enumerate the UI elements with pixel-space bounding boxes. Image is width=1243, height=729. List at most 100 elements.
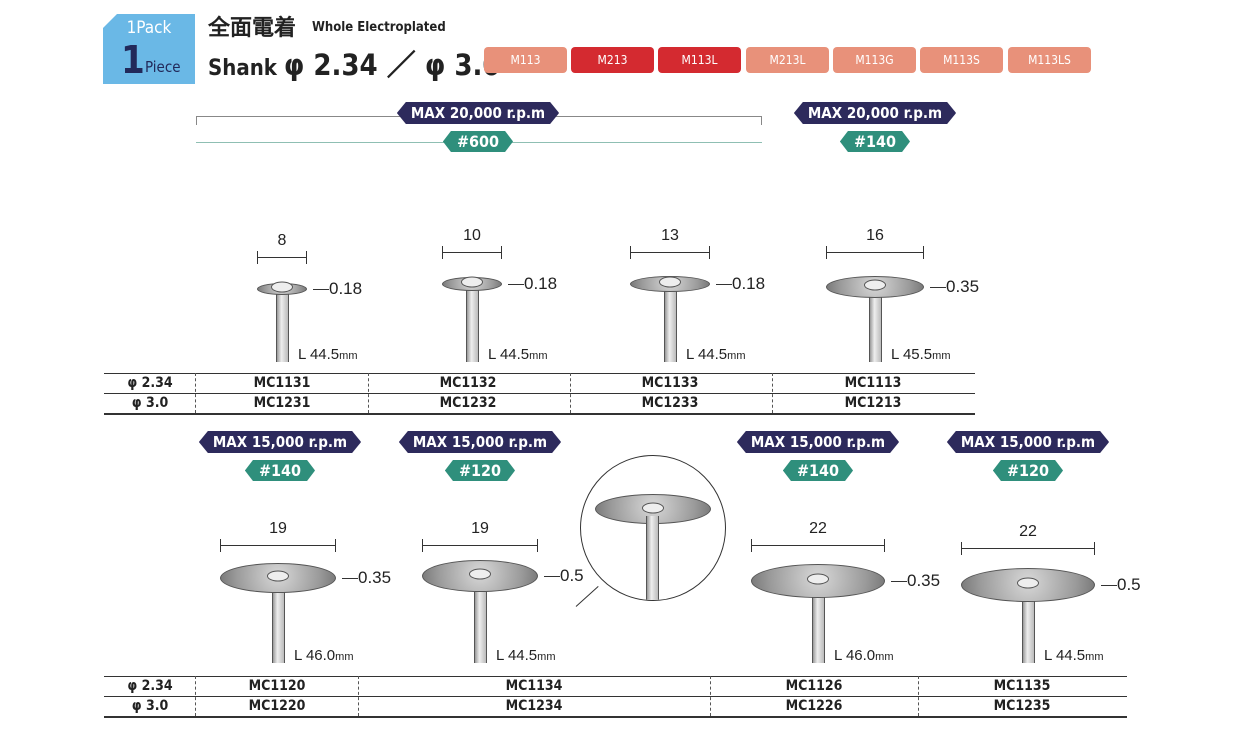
pack-unit: Piece — [145, 58, 181, 76]
product-code-cell[interactable]: MC1113 — [844, 375, 902, 391]
table-top-rule — [104, 676, 1127, 677]
product-code-cell[interactable]: MC1131 — [253, 375, 311, 391]
length-value: L 44.5 — [686, 346, 728, 363]
column-divider — [195, 676, 196, 716]
length-unit: mm — [335, 651, 354, 663]
product-code-cell[interactable]: MC1235 — [993, 698, 1051, 714]
shaft — [474, 576, 487, 663]
diameter-label: 22 — [1019, 523, 1037, 540]
magnified-shaft — [646, 516, 659, 600]
length-value: L 44.5 — [488, 346, 530, 363]
pack-count: 1 — [121, 38, 145, 82]
model-chip-m213l[interactable]: M213L — [746, 47, 829, 73]
thickness-label: 0.5 — [560, 566, 584, 585]
disc-hub — [1017, 577, 1039, 589]
grit-badge: #600 — [443, 131, 513, 152]
thickness-label: 0.5 — [1117, 575, 1141, 594]
length-label: L 46.0mm — [294, 647, 353, 664]
max-rpm-badge: MAX 20,000 r.p.m — [397, 102, 559, 124]
length-unit: mm — [1085, 651, 1104, 663]
diameter-label: 22 — [809, 520, 827, 537]
shaft — [869, 287, 882, 362]
shaft — [812, 581, 825, 663]
disc-hub — [807, 573, 829, 585]
product-code-cell[interactable]: MC1133 — [641, 375, 699, 391]
length-unit: mm — [875, 651, 894, 663]
table-bottom-rule — [104, 413, 975, 415]
thickness-label: 0.35 — [358, 568, 392, 587]
column-divider — [710, 676, 711, 716]
diameter-label: 13 — [661, 227, 679, 244]
shaft — [276, 289, 289, 362]
length-label: L 44.5mm — [686, 346, 745, 363]
model-chip-m113l[interactable]: M113L — [658, 47, 741, 73]
thickness-marker — [544, 576, 560, 577]
max-rpm-badge: MAX 20,000 r.p.m — [794, 102, 956, 124]
diameter-label: 19 — [269, 520, 287, 537]
table-bottom-rule — [104, 716, 1127, 718]
shank-size-cell: φ 2.34 — [127, 678, 173, 694]
product-code-cell[interactable]: MC1134 — [505, 678, 563, 694]
diameter-dimension-line — [630, 246, 710, 259]
max-rpm-badge: MAX 15,000 r.p.m — [199, 431, 361, 453]
model-chip-m113[interactable]: M113 — [484, 47, 567, 73]
diameter-dimension-line — [257, 251, 307, 264]
product-code-cell[interactable]: MC1234 — [505, 698, 563, 714]
product-code-cell[interactable]: MC1120 — [248, 678, 306, 694]
diameter-dimension-line — [961, 542, 1095, 555]
disc-hub — [659, 276, 681, 288]
grit-badge: #120 — [445, 460, 515, 481]
column-divider — [358, 676, 359, 716]
product-code-cell[interactable]: MC1220 — [248, 698, 306, 714]
max-rpm-badge: MAX 15,000 r.p.m — [947, 431, 1109, 453]
grit-badge: #140 — [783, 460, 853, 481]
product-code-cell[interactable]: MC1132 — [439, 375, 497, 391]
product-code-cell[interactable]: MC1232 — [439, 395, 497, 411]
thickness-marker — [313, 289, 329, 290]
thickness-marker — [1101, 585, 1117, 586]
model-chip-m113ls[interactable]: M113LS — [1008, 47, 1091, 73]
product-code-cell[interactable]: MC1233 — [641, 395, 699, 411]
disc-hub — [469, 568, 491, 580]
thickness-label: 0.18 — [524, 274, 558, 293]
thickness-marker — [930, 287, 946, 288]
diameter-label: 10 — [463, 227, 481, 244]
diamond-disc — [961, 568, 1095, 602]
title-japanese: 全面電着 — [208, 16, 297, 41]
length-label: L 44.5mm — [496, 647, 555, 664]
grit-badge: #140 — [840, 131, 910, 152]
grit-badge: #140 — [245, 460, 315, 481]
table-mid-rule — [104, 696, 1127, 697]
shank-size-cell: φ 2.34 — [127, 375, 173, 391]
column-divider — [918, 676, 919, 716]
diameter-dimension-line — [220, 539, 336, 552]
product-code-cell[interactable]: MC1231 — [253, 395, 311, 411]
diameter-label: 16 — [866, 227, 884, 244]
diameter-label: 8 — [277, 232, 287, 249]
max-rpm-badge: MAX 15,000 r.p.m — [737, 431, 899, 453]
diameter-dimension-line — [442, 246, 502, 259]
thickness-label: 0.35 — [946, 277, 980, 296]
bracket-left — [196, 116, 197, 125]
model-chip-m113s[interactable]: M113S — [920, 47, 1003, 73]
grit-badge: #120 — [993, 460, 1063, 481]
thickness-marker — [716, 284, 732, 285]
magnifier-pointer — [575, 586, 599, 607]
length-value: L 46.0 — [294, 647, 336, 664]
shaft — [272, 578, 285, 663]
magnified-detail — [580, 455, 726, 601]
product-code-cell[interactable]: MC1213 — [844, 395, 902, 411]
shaft — [466, 284, 479, 362]
product-code-cell[interactable]: MC1226 — [785, 698, 843, 714]
product-code-cell[interactable]: MC1126 — [785, 678, 843, 694]
model-chip-m213[interactable]: M213 — [571, 47, 654, 73]
product-code-cell[interactable]: MC1135 — [993, 678, 1051, 694]
thickness-label: 0.18 — [329, 279, 363, 298]
length-unit: mm — [339, 350, 358, 362]
diamond-disc — [220, 563, 336, 593]
length-label: L 46.0mm — [834, 647, 893, 664]
model-chip-m113g[interactable]: M113G — [833, 47, 916, 73]
column-divider — [368, 373, 369, 413]
diameter-dimension-line — [826, 246, 924, 259]
length-label: L 44.5mm — [488, 346, 547, 363]
